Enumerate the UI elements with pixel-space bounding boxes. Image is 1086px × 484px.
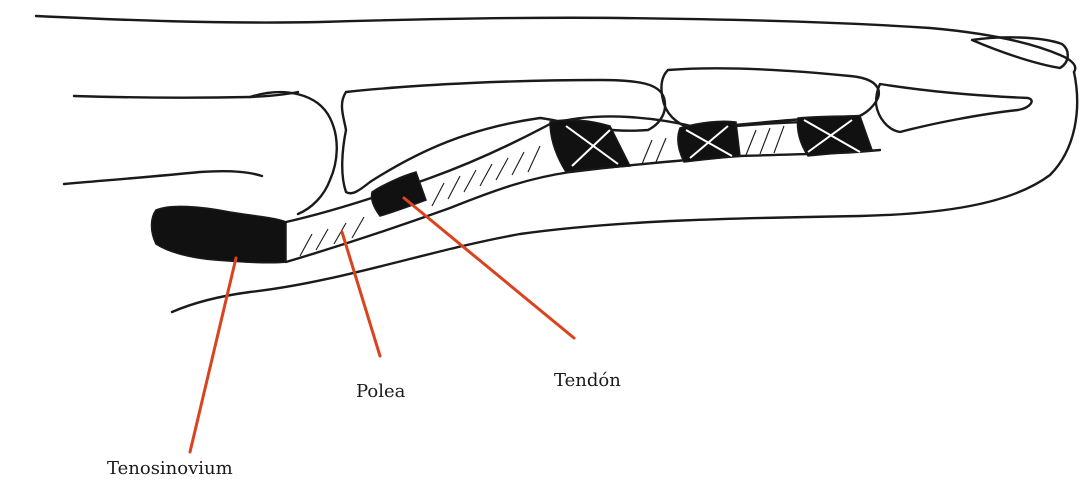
tenosinovium-sheath xyxy=(152,206,287,262)
tenosinovium-label: Tenosinovium xyxy=(107,460,233,478)
distal-phalanx xyxy=(876,84,1032,132)
finger-dorsal-outline xyxy=(36,16,1075,72)
hand-palmar-line xyxy=(64,171,262,184)
pulley-a3 xyxy=(550,120,630,172)
proximal-phalanx xyxy=(342,80,665,193)
polea-leader-line xyxy=(342,232,380,356)
tendon-leader-line xyxy=(404,198,574,338)
finger-palmar-outline xyxy=(172,72,1077,312)
tendon-label: Tendón xyxy=(554,372,621,390)
polea-label: Polea xyxy=(356,383,405,401)
tenosinovium-leader-line xyxy=(190,258,236,452)
metacarpal-head xyxy=(250,92,337,214)
